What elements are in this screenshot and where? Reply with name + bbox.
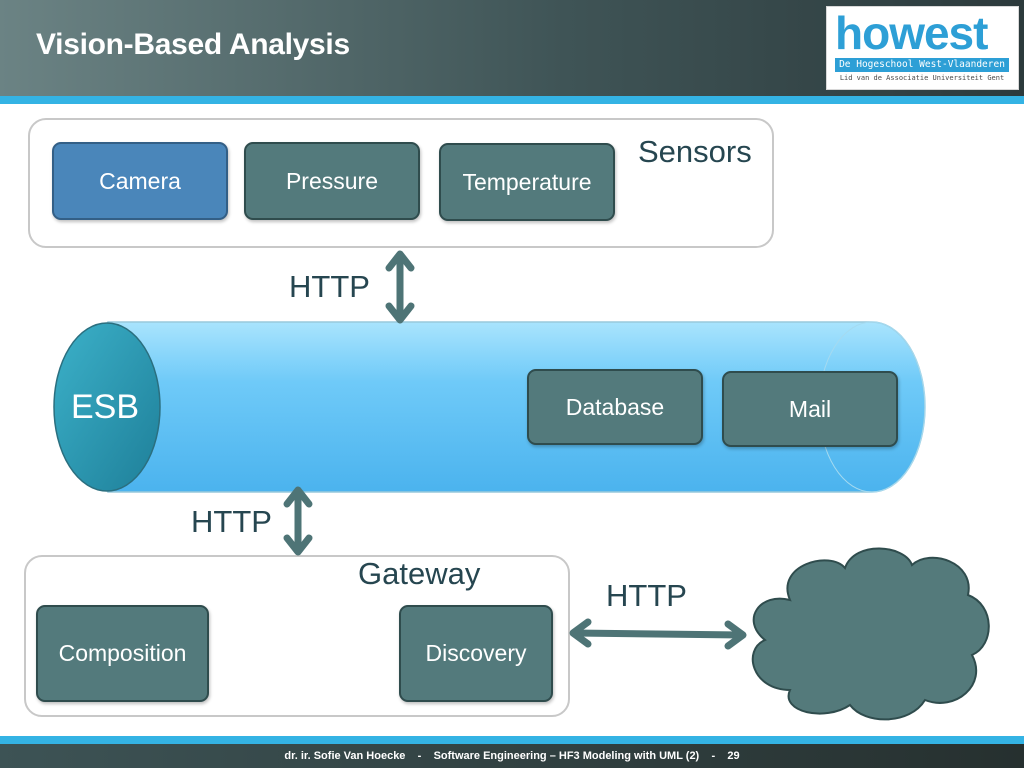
footer-author: dr. ir. Sofie Van Hoecke xyxy=(284,750,406,762)
database-node: Database xyxy=(527,369,703,445)
composition-node: Composition xyxy=(36,605,209,702)
logo-sub-text: Lid van de Associatie Universiteit Gent xyxy=(839,74,1005,82)
gateway-label: Gateway xyxy=(358,556,481,591)
footer-stripe xyxy=(0,736,1024,744)
slide-title: Vision-Based Analysis xyxy=(36,28,350,61)
pressure-node: Pressure xyxy=(244,142,420,220)
footer-page-number: 29 xyxy=(727,750,740,762)
logo-word: howest xyxy=(835,7,988,59)
footer-separator-1: - xyxy=(417,750,422,762)
footer-separator-2: - xyxy=(711,750,716,762)
footer-course: Software Engineering – HF3 Modeling with… xyxy=(433,750,700,762)
mail-node: Mail xyxy=(722,371,898,447)
camera-node: Camera xyxy=(52,142,228,220)
howest-logo: howest De Hogeschool West-Vlaanderen Lid… xyxy=(826,6,1019,90)
cloud-shape xyxy=(751,547,990,721)
logo-bar-text: De Hogeschool West-Vlaanderen xyxy=(835,58,1009,72)
temperature-node: Temperature xyxy=(439,143,615,221)
sensors-label: Sensors xyxy=(638,134,752,169)
http-arrow-sensors-esb xyxy=(385,250,415,324)
http-arrow-esb-gateway xyxy=(283,486,313,556)
discovery-node: Discovery xyxy=(399,605,553,702)
http-arrow-gateway-cloud xyxy=(569,618,747,650)
http-label-esb-gateway: HTTP xyxy=(191,504,272,539)
esb-label: ESB xyxy=(70,388,140,426)
esb-pipe xyxy=(53,321,926,493)
header-stripe xyxy=(0,96,1024,104)
slide-footer: dr. ir. Sofie Van Hoecke - Software Engi… xyxy=(0,744,1024,768)
esb-cap xyxy=(53,322,161,492)
http-label-gateway-cloud: HTTP xyxy=(606,578,687,613)
http-label-sensors-esb: HTTP xyxy=(289,269,370,304)
